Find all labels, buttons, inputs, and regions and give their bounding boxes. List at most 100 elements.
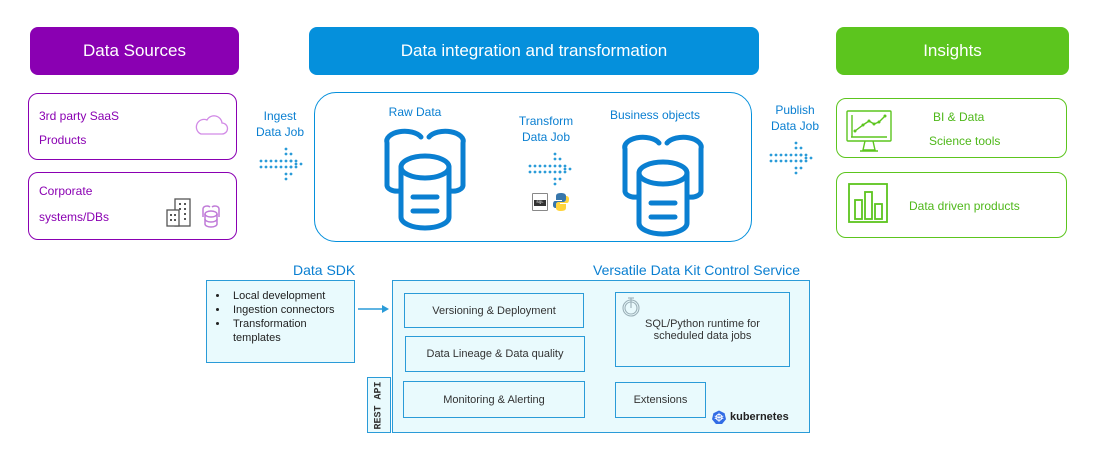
arrow-dot [789,159,793,163]
arrow-dot [784,153,788,157]
arrow-dot [264,165,268,169]
arrow-dot [279,159,283,163]
data-integration-header-text: Data integration and transformation [400,41,668,60]
arrow-dot [779,153,783,157]
sql-file-icon: SQL [532,193,548,211]
insight-products-line1: Data driven products [909,199,1020,213]
monitoring-box: Monitoring & Alerting [403,381,585,418]
ingest-job-line2: Data Job [255,125,305,139]
arrow-dot [284,147,288,151]
data-sdk-box: Local development Ingestion connectors T… [206,280,355,363]
arrow-dot [563,164,567,168]
raw-data-database-icon [384,128,466,231]
source-saas-line2: Products [39,133,87,147]
sdk-item: Ingestion connectors [229,303,350,317]
arrow-dot [558,164,562,168]
arrow-dot [289,159,293,163]
arrow-dot [269,159,273,163]
arrow-dot [284,165,288,169]
arrow-dot [284,159,288,163]
transform-arrow-icon [528,152,572,186]
kubernetes-logo: kubernetes [712,410,789,424]
versioning-box: Versioning & Deployment [404,293,584,328]
business-objects-label: Business objects [609,108,701,122]
arrow-dot [794,146,798,150]
ingest-job-label: Ingest Data Job [255,108,305,140]
arrow-dot [774,159,778,163]
sdk-item: Local development [229,289,350,303]
source-saas-line1: 3rd party SaaS [39,109,120,123]
arrow-dot [553,170,557,174]
publish-job-line1: Publish [775,103,815,117]
publish-job-line2: Data Job [770,119,820,133]
ingest-job-line1: Ingest [263,109,297,123]
control-service-title: Versatile Data Kit Control Service [593,262,800,278]
insight-card-products: Data driven products [836,172,1067,238]
transform-job-line2: Data Job [521,130,571,144]
arrow-dot [784,159,788,163]
arrow-dot [538,170,542,174]
arrow-dot [558,157,562,161]
insight-bi-line2: Science tools [929,134,1001,148]
cloud-icon [195,115,229,135]
raw-data-label: Raw Data [388,105,442,119]
business-objects-database-icon [622,134,704,237]
arrow-dot [533,164,537,168]
arrow-dot [528,164,532,168]
source-card-saas: 3rd party SaaS Products [28,93,237,160]
arrow-dot [553,177,557,181]
kubernetes-icon [712,410,726,424]
extensions-box: Extensions [615,382,706,418]
arrow-dot [274,165,278,169]
transform-job-line1: Transform [518,114,574,128]
runtime-box: SQL/Python runtime for scheduled data jo… [615,292,790,367]
source-card-corporate: Corporate systems/DBs [28,172,237,240]
arrow-dot [528,170,532,174]
arrow-dot [548,164,552,168]
source-corporate-line1: Corporate [39,184,93,198]
arrow-dot [794,141,798,145]
arrow-dot [769,153,773,157]
arrow-dot [269,165,273,169]
insights-header: Insights [836,27,1069,75]
insight-bi-line1: BI & Data [933,110,985,124]
arrow-dot [294,159,298,163]
data-integration-header: Data integration and transformation [309,27,759,75]
arrow-dot [289,165,293,169]
arrow-dot [568,167,572,171]
arrow-dot [558,177,562,181]
database-icon [202,205,220,228]
arrow-dot [799,153,803,157]
sql-badge: SQL [534,200,546,206]
data-sdk-title: Data SDK [293,262,356,278]
arrow-dot [774,153,778,157]
arrow-dot [259,159,263,163]
arrow-dot [289,152,293,156]
arrow-dot [299,162,303,166]
arrow-dot [284,177,288,181]
arrow-dot [553,164,557,168]
sdk-item: Transformation [229,317,350,331]
rest-api-label: REST API [373,380,385,430]
arrow-dot [543,164,547,168]
arrow-dot [799,146,803,150]
arrow-dot [804,153,808,157]
arrow-dot [809,156,813,160]
arrow-dot [799,159,803,163]
arrow-dot [284,152,288,156]
monitor-chart-icon [846,110,892,152]
arrow-dot [563,170,567,174]
arrow-dot [558,170,562,174]
data-sources-header-text: Data Sources [83,41,186,60]
arrow-dot [538,164,542,168]
arrow-dot [794,159,798,163]
insight-card-bi: BI & Data Science tools [836,98,1067,158]
rest-api-box: REST API [367,377,391,433]
arrow-dot [553,157,557,161]
arrow-dot [804,156,808,160]
arrow-dot [563,167,567,171]
arrow-dot [794,153,798,157]
arrow-dot [543,170,547,174]
integration-container: Raw Data Business objects Transform Data… [314,92,752,242]
runtime-text: SQL/Python runtime for scheduled data jo… [645,317,760,342]
